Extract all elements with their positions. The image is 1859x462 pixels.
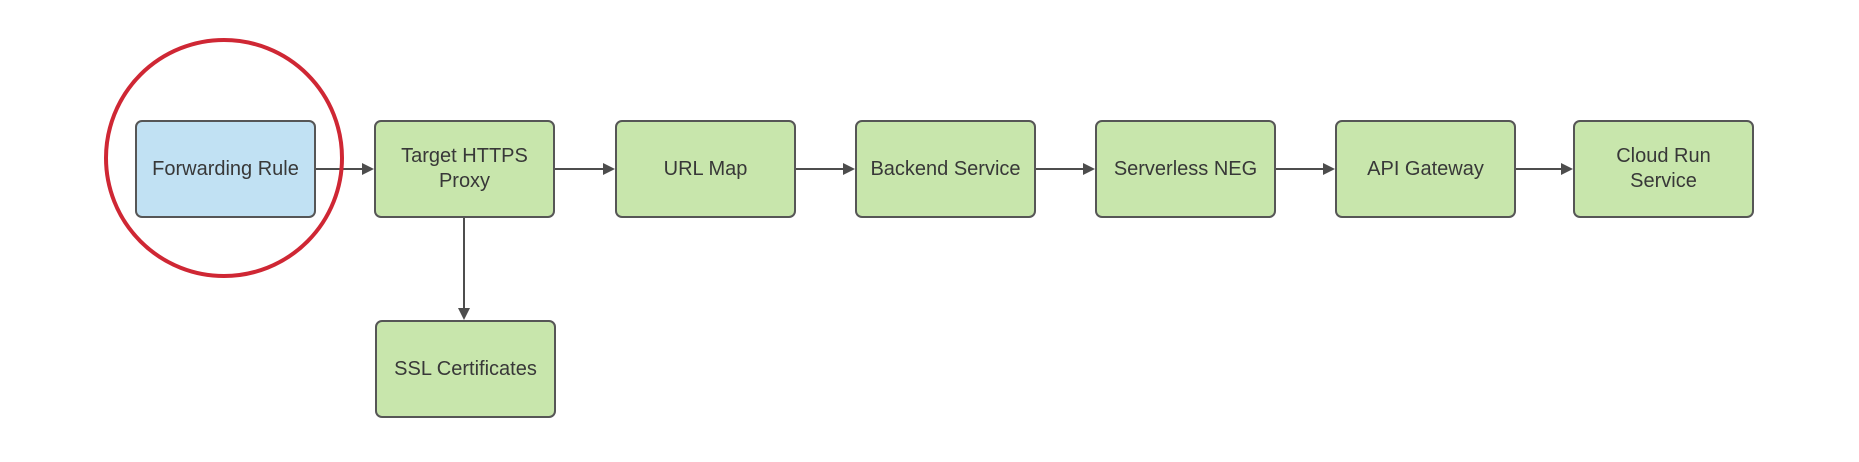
edge-url-map-to-backend-service: [796, 168, 844, 170]
edge-serverless-neg-to-api-gateway: [1276, 168, 1324, 170]
arrowhead-right-icon: [603, 163, 615, 175]
node-label: Backend Service: [870, 157, 1021, 180]
node-label: Cloud Run Service: [1616, 145, 1711, 192]
node-ssl-certificates: SSL Certificates: [375, 320, 556, 418]
node-label: Serverless NEG: [1113, 157, 1258, 180]
arrowhead-down-icon: [458, 308, 470, 320]
node-label: Forwarding Rule: [152, 157, 299, 180]
edge-target-https-proxy-to-ssl-certificates: [463, 218, 465, 309]
node-backend-service: Backend Service: [855, 120, 1036, 218]
arrowhead-right-icon: [843, 163, 855, 175]
node-serverless-neg: Serverless NEG: [1095, 120, 1276, 218]
node-forwarding-rule: Forwarding Rule: [135, 120, 316, 218]
arrowhead-right-icon: [1083, 163, 1095, 175]
node-label: SSL Certificates: [394, 357, 537, 380]
node-label: URL Map: [663, 157, 748, 180]
edge-target-https-proxy-to-url-map: [555, 168, 604, 170]
arrowhead-right-icon: [1323, 163, 1335, 175]
edge-backend-service-to-serverless-neg: [1036, 168, 1084, 170]
node-api-gateway: API Gateway: [1335, 120, 1516, 218]
node-cloud-run-service: Cloud Run Service: [1573, 120, 1754, 218]
arrowhead-right-icon: [1561, 163, 1573, 175]
node-label: Target HTTPS Proxy: [401, 145, 528, 192]
arrowhead-right-icon: [362, 163, 374, 175]
node-target-https-proxy: Target HTTPS Proxy: [374, 120, 555, 218]
edge-api-gateway-to-cloud-run-service: [1516, 168, 1562, 170]
node-label: API Gateway: [1367, 157, 1484, 180]
edge-forwarding-rule-to-target-https-proxy: [316, 168, 363, 170]
node-url-map: URL Map: [615, 120, 796, 218]
